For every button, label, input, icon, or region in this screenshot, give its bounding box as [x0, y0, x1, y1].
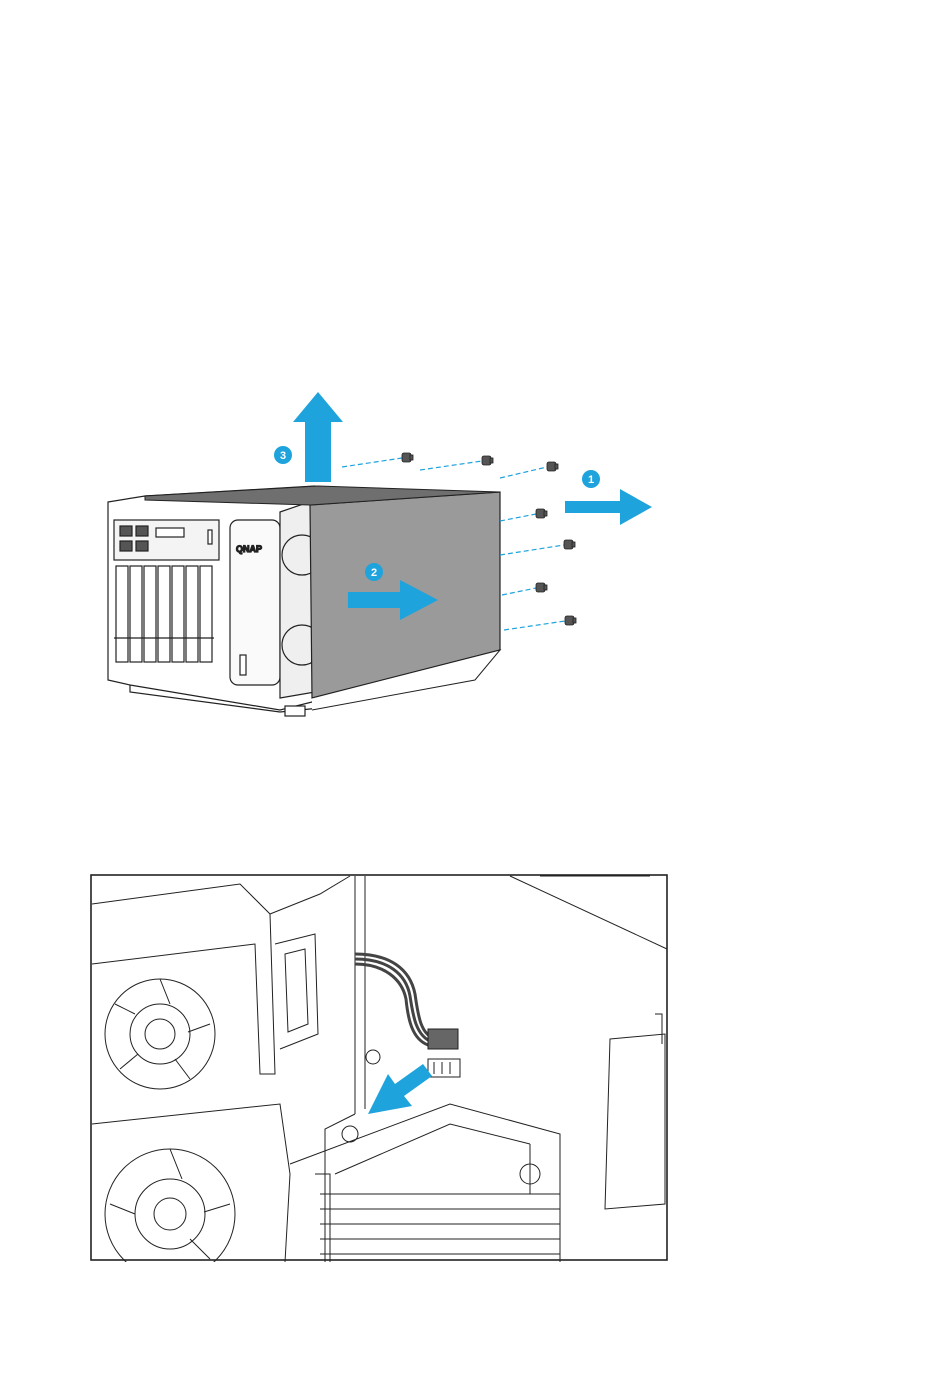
- numbered-circle-icon: 1: [582, 470, 600, 488]
- chassis-foot: [285, 706, 305, 716]
- brand-logo: QNAP: [236, 544, 262, 554]
- screw-icon: [547, 462, 558, 471]
- screw-icon: [564, 540, 575, 549]
- screw-icon: [482, 456, 493, 465]
- screw-icon: [536, 509, 547, 518]
- disconnect-cable-svg: [90, 874, 670, 1262]
- m2-slot: [136, 541, 148, 551]
- m2-slot: [120, 541, 132, 551]
- direction-arrow-icon: [293, 392, 343, 482]
- remove-cover-svg: QNAP: [90, 380, 690, 730]
- cable-connector: [428, 1029, 458, 1049]
- indicator-led: [208, 530, 212, 544]
- m2-slot: [136, 526, 148, 536]
- direction-arrow-icon: [565, 489, 652, 525]
- board-header: [428, 1059, 460, 1077]
- step-label: 1: [588, 474, 594, 486]
- disconnect-cable-illustration: [90, 874, 670, 1262]
- display-window: [156, 528, 184, 537]
- screw-icon: [536, 583, 547, 592]
- m2-slot: [120, 526, 132, 536]
- screw-icon: [402, 453, 413, 462]
- numbered-circle-icon: 3: [274, 446, 292, 464]
- step-label: 2: [371, 567, 377, 579]
- step-label: 3: [280, 450, 286, 462]
- screw-icon: [565, 616, 576, 625]
- numbered-circle-icon: 2: [365, 563, 383, 581]
- remove-cover-illustration: QNAP: [90, 380, 690, 730]
- nas-chassis: QNAP: [108, 486, 335, 716]
- detail-frame: [91, 875, 667, 1260]
